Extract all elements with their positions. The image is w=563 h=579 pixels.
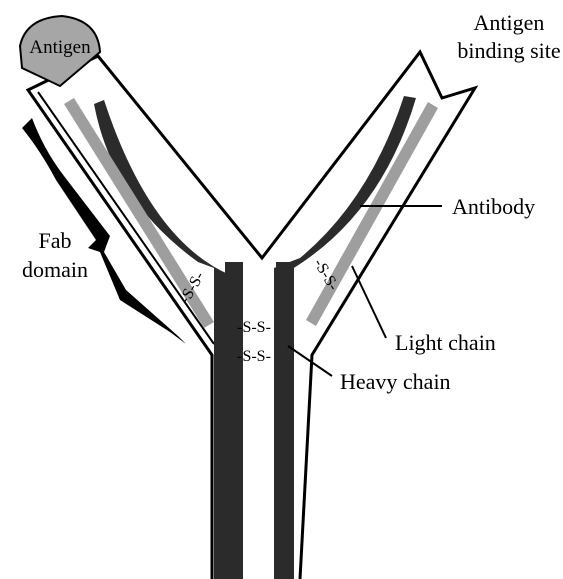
heavy-chain-stem-right bbox=[276, 262, 294, 579]
fab-label-line2: domain bbox=[22, 257, 88, 282]
light-chain-leader bbox=[352, 266, 386, 338]
antigen-binding-site-label-line2: binding site bbox=[457, 38, 560, 63]
antibody-label: Antibody bbox=[452, 194, 535, 219]
heavy-chain-label: Heavy chain bbox=[340, 369, 451, 394]
light-chain-label: Light chain bbox=[395, 330, 496, 355]
disulfide-hinge-lower: -S-S- bbox=[237, 348, 271, 365]
heavy-chain-stem-left bbox=[225, 262, 243, 579]
antigen-binding-site-label-line1: Antigen bbox=[474, 10, 545, 35]
fab-label-line1: Fab bbox=[39, 228, 72, 253]
antibody-outline bbox=[28, 52, 475, 579]
antigen-label: Antigen bbox=[29, 37, 91, 58]
disulfide-hinge-upper: -S-S- bbox=[237, 319, 271, 336]
